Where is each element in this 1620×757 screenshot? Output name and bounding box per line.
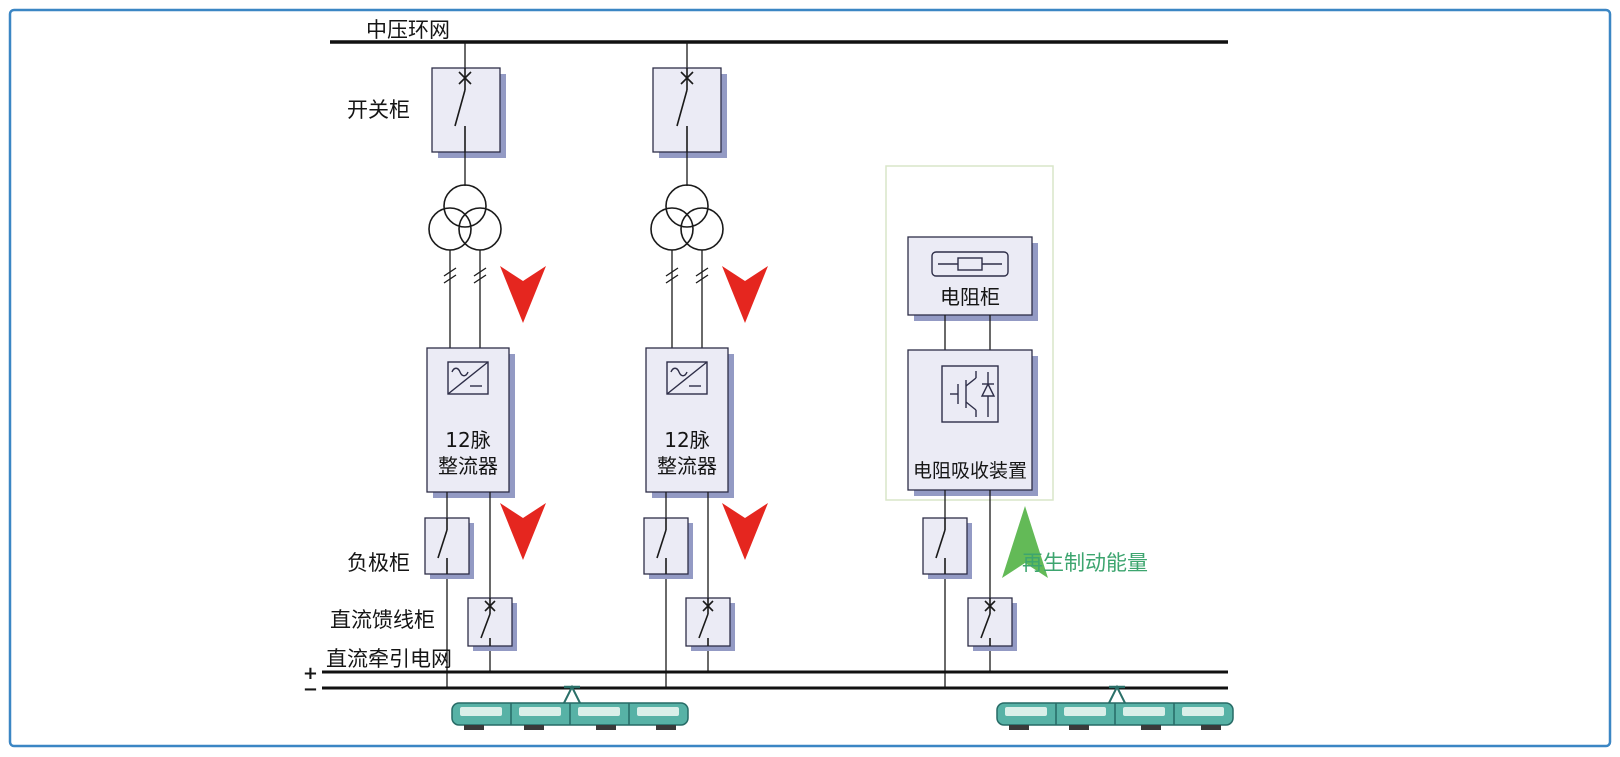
feeder-switch-icon (480, 598, 496, 646)
tram-right (995, 685, 1235, 732)
disconnector-icon (935, 518, 946, 574)
transformer-icon (650, 184, 724, 251)
branch2-rectifier-label-2: 整流器 (657, 454, 717, 478)
igbt-symbol (941, 365, 999, 423)
label-dc-feeder-cabinet: 直流馈线柜 (330, 608, 435, 632)
resistor-icon (931, 251, 1009, 277)
label-mv-ring-bus: 中压环网 (366, 18, 450, 42)
absorber-box (907, 349, 1033, 491)
power-flow-down-arrow-icon (500, 503, 546, 560)
disconnector-icon (656, 518, 667, 574)
label-negative-cabinet: 负极柜 (347, 551, 410, 575)
breaker-switch-icon (676, 68, 694, 152)
feeder-switch-icon (980, 598, 996, 646)
resistor-cabinet-label: 电阻柜 (940, 285, 1000, 309)
regen-energy-up-arrow-icon (1002, 506, 1048, 578)
breaker-switch-icon (454, 68, 472, 152)
label-dc-traction-grid: 直流牵引电网 (326, 647, 452, 671)
branch1-rectifier-label-2: 整流器 (438, 454, 498, 478)
cable-break-icon (443, 267, 487, 284)
regen-region-border (885, 165, 1054, 501)
branch-3-regen: 电阻柜 电阻吸收装置 (907, 236, 1038, 688)
ac-dc-converter-icon (447, 361, 489, 395)
cable-break-icon (665, 267, 709, 284)
branch1-switchgear-box (431, 67, 501, 153)
plus-sign-label: + (303, 663, 318, 684)
feeder-switch-icon (698, 598, 714, 646)
branch2-rectifier-label-1: 12脉 (664, 428, 709, 452)
power-flow-down-arrow-icon (500, 266, 546, 323)
branch-1: 12脉 整流器 (424, 42, 517, 688)
branch1-rectifier-label-1: 12脉 (445, 428, 490, 452)
ac-dc-converter-icon (666, 361, 708, 395)
absorber-label: 电阻吸收装置 (913, 460, 1027, 482)
diagram-frame (8, 8, 1612, 748)
disconnector-icon (437, 518, 448, 574)
minus-sign-label: − (303, 679, 318, 700)
branch-2: 12脉 整流器 (643, 42, 735, 688)
label-switchgear: 开关柜 (347, 98, 410, 122)
power-flow-down-arrow-icon (722, 266, 768, 323)
tram-left (450, 685, 690, 732)
regen-energy-label: 再生制动能量 (1022, 551, 1148, 575)
transformer-icon (428, 184, 502, 251)
power-flow-down-arrow-icon (722, 503, 768, 560)
